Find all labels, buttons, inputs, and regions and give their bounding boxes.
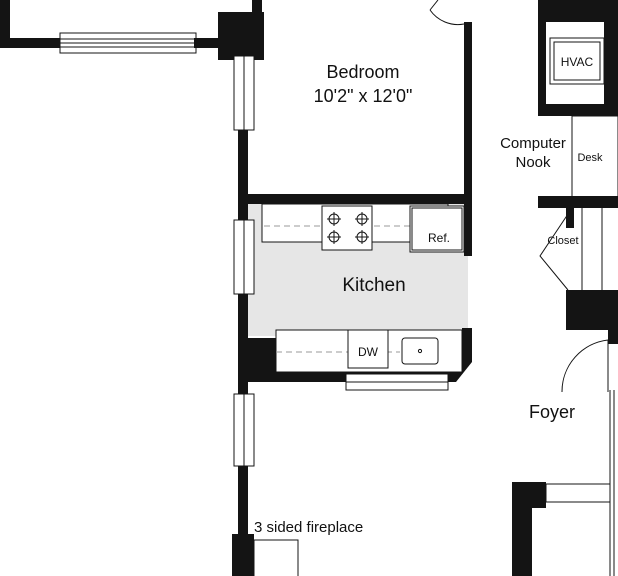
column-fireplace (232, 534, 254, 576)
bedroom-door-swing (429, 9, 465, 26)
desk-label: Desk (577, 152, 603, 164)
wall-top-left-stub (0, 0, 10, 46)
kitchen-label: Kitchen (342, 275, 405, 296)
refrigerator-label: Ref. (428, 231, 450, 245)
foyer-door-swing (561, 339, 609, 393)
fireplace-outline (253, 539, 299, 576)
closet-label: Closet (547, 235, 578, 247)
hvac-unit (549, 37, 605, 85)
wall-east-upper (538, 0, 546, 116)
wall-top-left (0, 38, 62, 48)
computer-nook-label-line1: Computer (500, 135, 566, 152)
column-top (218, 12, 264, 60)
hvac-label: HVAC (561, 55, 594, 69)
column-kitchen (238, 338, 276, 382)
bedroom-dimensions: 10'2" x 12'0" (314, 86, 413, 106)
wall-bedroom-kitchen (246, 194, 472, 204)
dishwasher (347, 329, 389, 369)
foyer-label: Foyer (529, 402, 575, 422)
wall-bedroom-east (464, 22, 472, 204)
dishwasher-label: DW (358, 345, 379, 359)
computer-nook-label-line2: Nook (515, 154, 551, 171)
fireplace-label: 3 sided fireplace (254, 519, 363, 536)
sink (401, 337, 439, 365)
wall-top-center (194, 38, 224, 48)
bedroom-label: Bedroom (326, 62, 399, 82)
refrigerator (409, 205, 465, 253)
closet-door (539, 213, 569, 291)
cooktop (321, 205, 373, 251)
